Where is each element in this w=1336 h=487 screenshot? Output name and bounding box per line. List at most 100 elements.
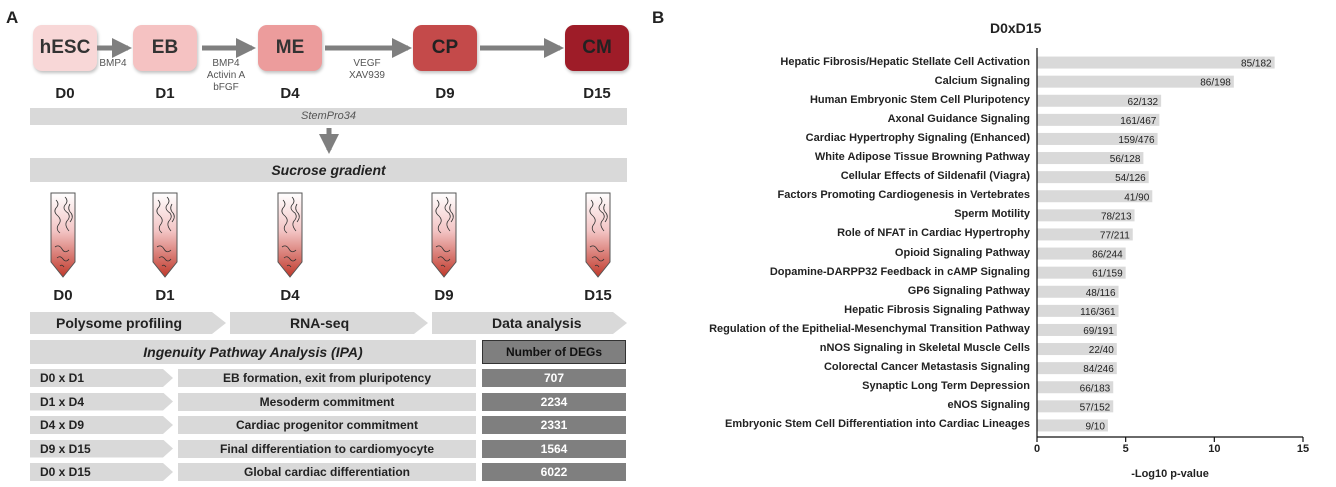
bar-value-label: 62/132: [1128, 97, 1159, 108]
bar: [1037, 323, 1117, 336]
x-tick-label: 0: [1033, 443, 1041, 455]
comparison-label: D0 x D15: [30, 463, 173, 481]
bar-value-label: 77/211: [1100, 230, 1130, 241]
bar-value-label: 56/128: [1110, 154, 1141, 165]
gradient-tube-d15: [585, 192, 611, 278]
bar: [1037, 362, 1117, 375]
category-label: Calcium Signaling: [934, 74, 1030, 87]
bar-value-label: 86/244: [1092, 250, 1123, 261]
stage-box-me: ME: [258, 25, 322, 71]
comparison-description: Global cardiac differentiation: [178, 463, 476, 481]
category-label: Axonal Guidance Signaling: [887, 112, 1030, 125]
gradient-tube-d0: [50, 192, 76, 278]
stage-day-d9: D9: [435, 85, 455, 102]
chart-title: D0xD15: [990, 20, 1042, 36]
workflow-step-2: Data analysis: [432, 312, 627, 334]
category-label: Factors Promoting Cardiogenesis in Verte…: [777, 189, 1030, 202]
bar: [1037, 381, 1114, 394]
bar-value-label: 66/183: [1080, 383, 1111, 394]
category-label: Cellular Effects of Sildenafil (Viagra): [840, 170, 1030, 183]
workflow-step-0: Polysome profiling: [30, 312, 226, 334]
bar: [1037, 152, 1144, 165]
stage-box-eb: EB: [133, 25, 197, 71]
bar-value-label: 54/126: [1115, 173, 1146, 184]
gradient-tube-d1: [152, 192, 178, 278]
category-label: Regulation of the Epithelial-Mesenchymal…: [709, 322, 1030, 335]
bar-value-label: 57/152: [1080, 402, 1111, 413]
bar: [1037, 400, 1114, 413]
sucrose-gradient-bar: Sucrose gradient: [30, 158, 627, 182]
bar: [1037, 190, 1153, 203]
workflow-step-1: RNA-seq: [230, 312, 428, 334]
comparison-label: D9 x D15: [30, 440, 173, 458]
bar: [1037, 266, 1126, 279]
tube-day-d15: D15: [584, 287, 612, 304]
category-label: White Adipose Tissue Browning Pathway: [814, 151, 1030, 164]
bar-value-label: 22/40: [1089, 345, 1114, 356]
category-label: Synaptic Long Term Depression: [862, 380, 1030, 393]
x-tick-label: 15: [1296, 443, 1310, 455]
stage-box-hesc: hESC: [33, 25, 97, 71]
stage-day-d4: D4: [280, 85, 300, 102]
category-label: Sperm Motility: [954, 208, 1030, 221]
category-label: eNOS Signaling: [947, 399, 1030, 412]
comparison-description: Cardiac progenitor commitment: [178, 416, 476, 434]
bar-value-label: 159/476: [1118, 135, 1155, 146]
factor-bmp4-activin-bfgf: BMP4 Activin A bFGF: [206, 58, 246, 93]
panel-b-letter: B: [652, 8, 665, 27]
bar: [1037, 247, 1126, 260]
panel-a-letter: A: [6, 8, 19, 27]
stage-day-d15: D15: [583, 85, 611, 102]
stage-box-cm: CM: [565, 25, 629, 71]
bar-value-label: 116/361: [1080, 307, 1116, 318]
bar: [1037, 113, 1160, 126]
bar: [1037, 209, 1135, 222]
deg-count: 707: [482, 369, 626, 387]
bar-value-label: 78/213: [1101, 211, 1132, 222]
category-label: Hepatic Fibrosis Signaling Pathway: [844, 303, 1030, 316]
bar: [1037, 75, 1234, 88]
tube-day-d4: D4: [280, 287, 300, 304]
comparison-label: D0 x D1: [30, 369, 173, 387]
category-label: Opioid Signaling Pathway: [894, 246, 1030, 259]
bar-value-label: 86/198: [1200, 78, 1231, 89]
comparison-description: Final differentiation to cardiomyocyte: [178, 439, 476, 458]
gradient-tube-d4: [277, 192, 303, 278]
comparison-label: D4 x D9: [30, 416, 173, 434]
bar-value-label: 85/182: [1241, 59, 1272, 70]
x-tick-label: 5: [1122, 443, 1129, 455]
bar-value-label: 48/116: [1086, 288, 1116, 299]
bar: [1037, 228, 1133, 241]
deg-count: 6022: [482, 463, 626, 481]
category-label: Embryonic Stem Cell Differentiation into…: [724, 418, 1030, 431]
comparison-description: Mesoderm commitment: [178, 392, 476, 411]
bar: [1037, 94, 1162, 107]
category-label: Human Embryonic Stem Cell Pluripotency: [809, 93, 1030, 106]
stempro34-bar: StemPro34: [30, 108, 627, 125]
bar: [1037, 132, 1158, 145]
bar: [1037, 419, 1108, 432]
category-label: Role of NFAT in Cardiac Hypertrophy: [837, 227, 1030, 240]
stage-arrows: [97, 38, 564, 154]
bar-value-label: 9/10: [1085, 421, 1105, 432]
tube-day-d9: D9: [434, 287, 454, 304]
x-axis-label: -Log10 p-value: [1131, 468, 1209, 480]
bar: [1037, 343, 1117, 356]
bar-chart: Hepatic Fibrosis/Hepatic Stellate Cell A…: [660, 48, 1330, 483]
bar: [1037, 285, 1119, 298]
category-label: nNOS Signaling in Skeletal Muscle Cells: [819, 342, 1030, 355]
category-label: GP6 Signaling Pathway: [907, 284, 1030, 297]
stage-day-d0: D0: [55, 85, 75, 102]
comparison-label: D1 x D4: [30, 393, 173, 411]
deg-count: 2331: [482, 416, 626, 434]
tube-day-d1: D1: [155, 287, 175, 304]
stage-day-d1: D1: [155, 85, 175, 102]
x-tick-label: 10: [1208, 443, 1221, 455]
bar: [1037, 304, 1119, 317]
bar: [1037, 171, 1149, 184]
category-label: Colorectal Cancer Metastasis Signaling: [823, 361, 1030, 374]
deg-header: Number of DEGs: [482, 340, 626, 364]
deg-count: 2234: [482, 392, 626, 411]
category-label: Cardiac Hypertrophy Signaling (Enhanced): [805, 131, 1030, 144]
comparison-description: EB formation, exit from pluripotency: [178, 369, 476, 387]
